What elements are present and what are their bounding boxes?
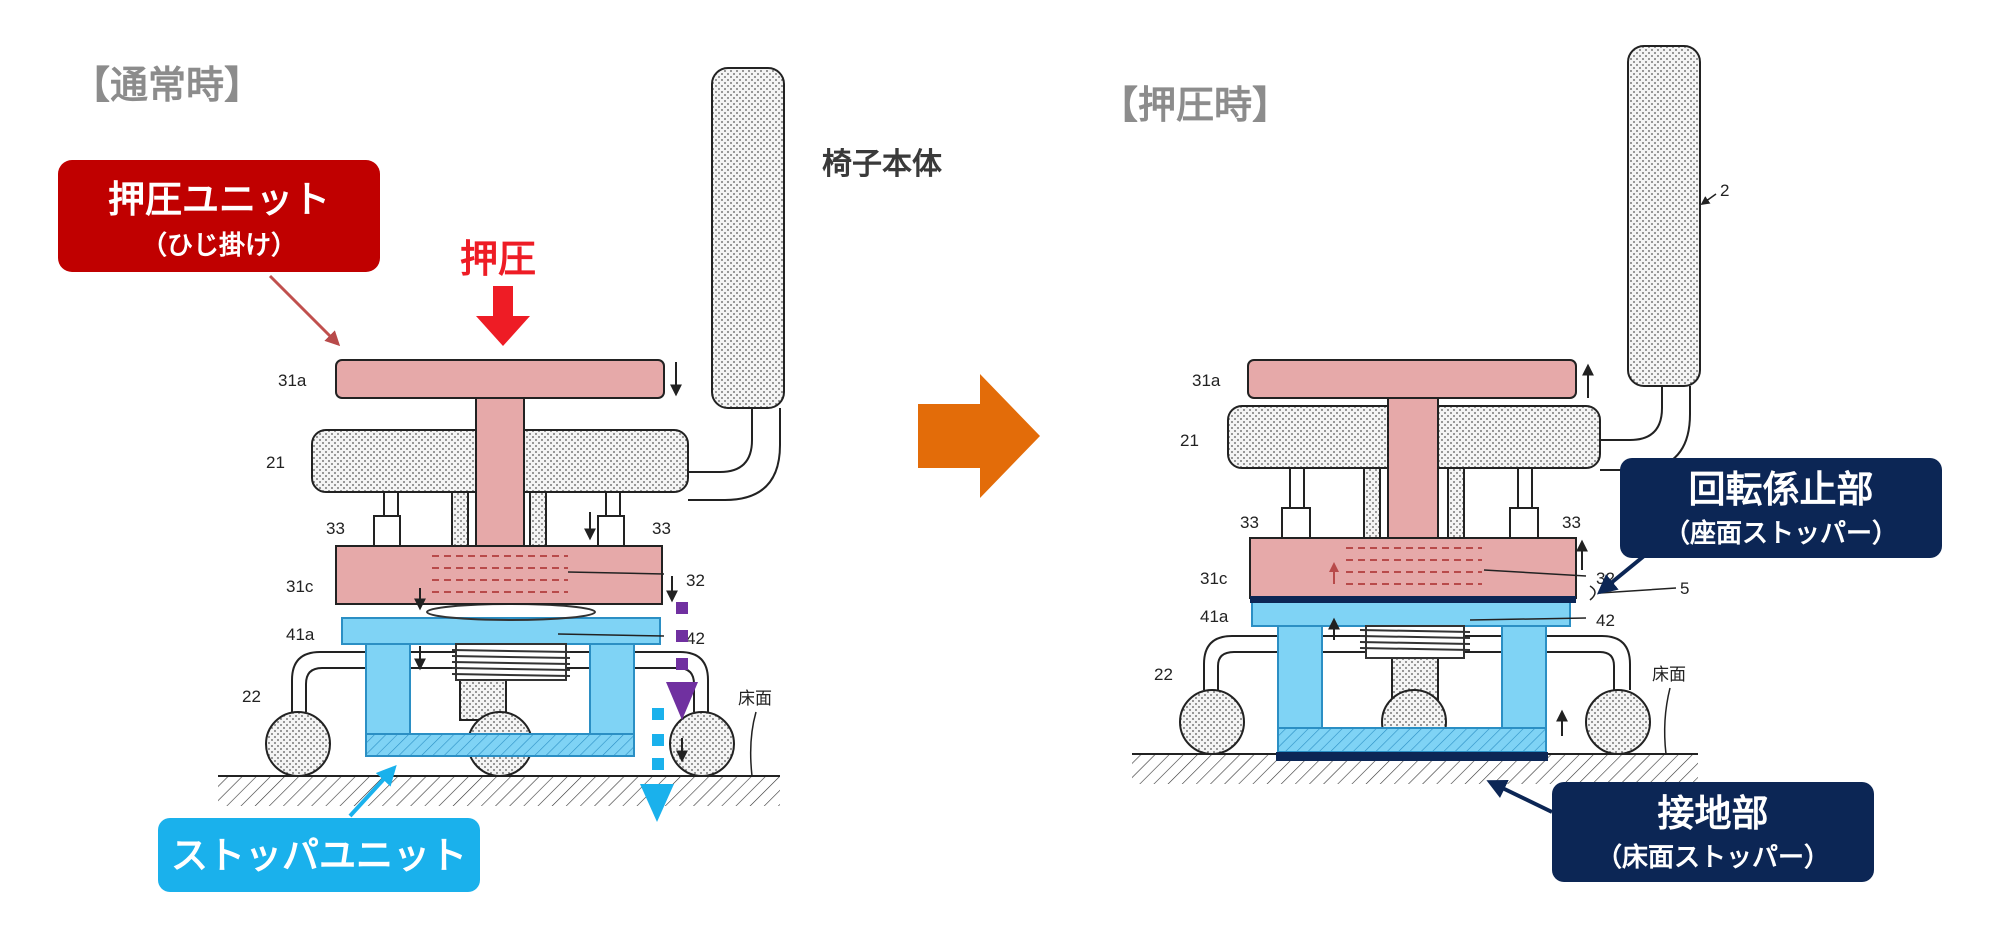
right-panel-title: 【押圧時】 bbox=[1100, 83, 1290, 127]
right-posts-33 bbox=[1281, 467, 1539, 539]
transition-arrow bbox=[918, 374, 1040, 498]
right-stopper-unit bbox=[1251, 599, 1571, 761]
stopper-unit-label: ストッパユニット bbox=[171, 834, 467, 877]
ref-31a-r: 31a bbox=[1192, 371, 1221, 390]
push-label: 押圧 bbox=[460, 237, 536, 281]
ref-5: 5 bbox=[1680, 579, 1689, 598]
ref-42: 42 bbox=[686, 629, 705, 648]
ref-33-right: 33 bbox=[652, 519, 671, 538]
left-purple-arrow bbox=[666, 602, 698, 720]
left-posts-33 bbox=[373, 491, 625, 549]
ref-41a: 41a bbox=[286, 625, 315, 644]
rotation-stop-subtitle: （座面ストッパー） bbox=[1664, 518, 1898, 549]
ref-33-left: 33 bbox=[326, 519, 345, 538]
ref-22-r: 22 bbox=[1154, 665, 1173, 684]
ref-31c: 31c bbox=[286, 577, 314, 596]
push-arrow bbox=[476, 286, 530, 346]
right-motion-arrows bbox=[1328, 363, 1594, 736]
left-spring bbox=[426, 603, 596, 681]
rotation-stop-callout: 回転係止部 （座面ストッパー） bbox=[1596, 458, 1942, 595]
ref-42-r: 42 bbox=[1596, 611, 1615, 630]
right-push-unit bbox=[1247, 359, 1587, 621]
ref-32: 32 bbox=[686, 571, 705, 590]
right-backrest: 2 bbox=[1600, 45, 1729, 471]
ground-part-subtitle: （床面ストッパー） bbox=[1596, 842, 1830, 873]
push-unit-subtitle: （ひじ掛け） bbox=[141, 231, 297, 261]
ref-2: 2 bbox=[1720, 181, 1729, 200]
push-unit-callout: 押圧ユニット （ひじ掛け） bbox=[58, 160, 380, 347]
rotation-stop-title: 回転係止部 bbox=[1689, 468, 1874, 511]
ref-31c-r: 31c bbox=[1200, 569, 1228, 588]
ref-33-r-left: 33 bbox=[1240, 513, 1259, 532]
ref-22: 22 bbox=[242, 687, 261, 706]
ref-33-r-right: 33 bbox=[1562, 513, 1581, 532]
ref-41a-r: 41a bbox=[1200, 607, 1229, 626]
left-stopper-unit bbox=[341, 617, 661, 757]
left-backrest bbox=[688, 67, 785, 501]
ref-21: 21 bbox=[266, 453, 285, 472]
right-spring bbox=[1359, 625, 1471, 659]
ref-31a: 31a bbox=[278, 371, 307, 390]
right-floor-label: 床面 bbox=[1652, 665, 1686, 684]
stopper-unit-callout: ストッパユニット bbox=[158, 765, 480, 892]
chair-body-label: 椅子本体 bbox=[822, 147, 943, 182]
left-panel-title: 【通常時】 bbox=[72, 63, 262, 107]
left-push-unit bbox=[335, 359, 665, 637]
ground-part-callout: 接地部 （床面ストッパー） bbox=[1486, 779, 1874, 882]
left-reference-labels: 31a 21 33 33 31c 32 41a 42 22 床面 bbox=[242, 371, 772, 777]
ref-21-r: 21 bbox=[1180, 431, 1199, 450]
left-floor-label: 床面 bbox=[738, 689, 772, 708]
left-blue-arrow bbox=[640, 708, 674, 822]
ground-part-title: 接地部 bbox=[1658, 792, 1769, 835]
left-floor bbox=[218, 775, 780, 806]
push-unit-title: 押圧ユニット bbox=[108, 178, 330, 221]
left-motion-arrows bbox=[414, 362, 688, 763]
